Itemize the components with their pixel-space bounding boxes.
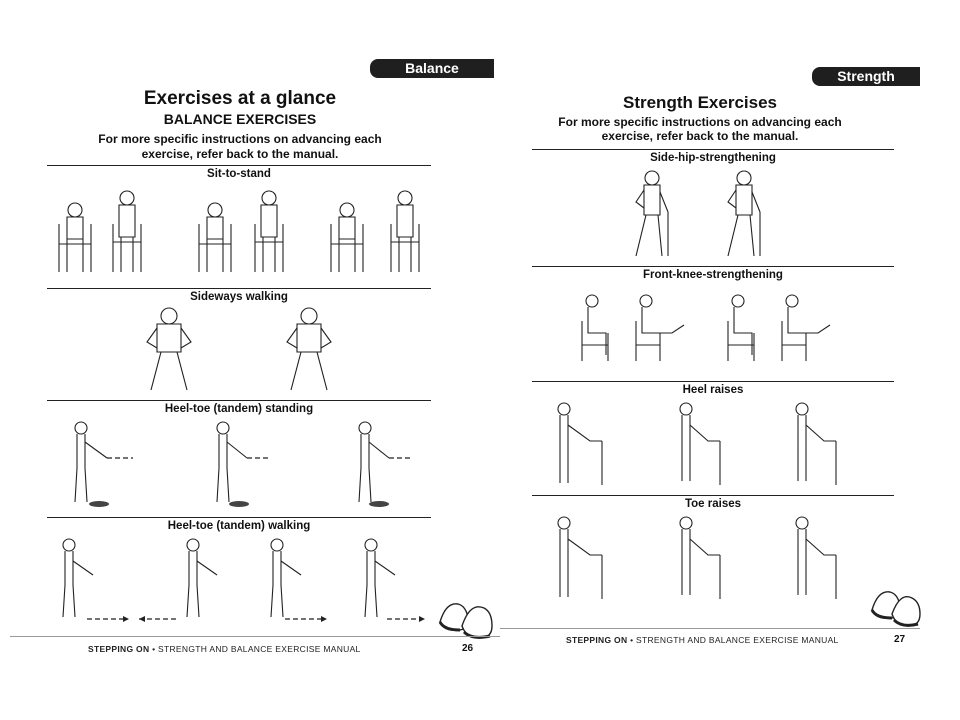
- toe-raises-illustration: [532, 513, 894, 603]
- section-title-heel-toe-standing: Heel-toe (tandem) standing: [164, 403, 314, 415]
- section-divider: [532, 149, 894, 150]
- footer-brand: STEPPING ON: [566, 635, 628, 645]
- page-title: Exercises at a glance: [143, 88, 337, 109]
- right-page: Strength Strength Exercises For more spe…: [500, 0, 960, 720]
- section-divider: [47, 400, 431, 401]
- footer-manual: • STRENGTH AND BALANCE EXERCISE MANUAL: [627, 635, 839, 645]
- instructions-line-2: exercise, refer back to the manual.: [601, 129, 799, 143]
- side-hip-illustration: [532, 168, 894, 260]
- strength-tab: Strength: [812, 67, 920, 86]
- section-title-toe-raises: Toe raises: [684, 498, 742, 510]
- instructions-line-1: For more specific instructions on advanc…: [558, 115, 842, 129]
- page-number: 26: [462, 643, 474, 654]
- section-title-heel-toe-walking: Heel-toe (tandem) walking: [167, 520, 311, 532]
- footer-rule: [10, 636, 500, 637]
- footer-brand: STEPPING ON: [88, 644, 150, 654]
- section-divider: [47, 165, 431, 166]
- front-knee-illustration: [532, 285, 894, 375]
- footer-rule: [500, 628, 920, 629]
- sit-to-stand-illustration: [47, 184, 431, 280]
- section-title-sideways-walking: Sideways walking: [190, 291, 288, 303]
- section-title-sit-to-stand: Sit-to-stand: [207, 168, 271, 180]
- section-divider: [47, 517, 431, 518]
- sideways-walking-illustration: [47, 306, 431, 396]
- page-title: Strength Exercises: [622, 93, 777, 112]
- footer-text: STEPPING ON • STRENGTH AND BALANCE EXERC…: [566, 635, 839, 645]
- footer-text: STEPPING ON • STRENGTH AND BALANCE EXERC…: [88, 644, 361, 654]
- footer-manual: • STRENGTH AND BALANCE EXERCISE MANUAL: [149, 644, 361, 654]
- page-number: 27: [894, 634, 906, 645]
- shoes-icon: [436, 592, 496, 649]
- section-divider: [532, 495, 894, 496]
- section-divider: [532, 266, 894, 267]
- instructions-line-1: For more specific instructions on advanc…: [98, 132, 382, 146]
- left-page: Balance Exercises at a glance BALANCE EX…: [10, 59, 500, 654]
- heel-toe-standing-illustration: [47, 418, 431, 510]
- heel-raises-illustration: [532, 399, 894, 489]
- instructions-line-2: exercise, refer back to the manual.: [141, 147, 339, 161]
- balance-tab: Balance: [370, 59, 494, 78]
- section-title-front-knee: Front-knee-strengthening: [643, 269, 783, 281]
- section-divider: [47, 288, 431, 289]
- section-title-side-hip: Side-hip-strengthening: [650, 152, 776, 164]
- page-subtitle: BALANCE EXERCISES: [163, 111, 317, 127]
- heel-toe-walking-illustration: [47, 535, 431, 627]
- section-title-heel-raises: Heel raises: [682, 384, 744, 396]
- shoes-icon: [868, 582, 924, 637]
- section-divider: [532, 381, 894, 382]
